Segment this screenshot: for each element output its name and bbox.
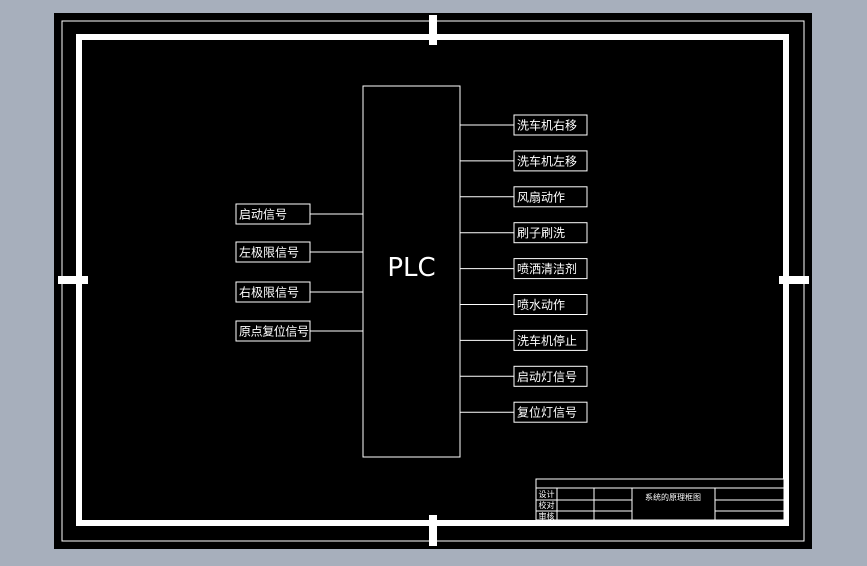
input-signal: 右极限信号 — [235, 281, 363, 303]
center-mark-bottom — [429, 515, 437, 546]
plc-block — [362, 85, 461, 458]
input-label: 右极限信号 — [239, 285, 299, 300]
output-label-box — [513, 365, 588, 387]
output-label: 洗车机停止 — [517, 333, 577, 348]
output-label: 刷子刷洗 — [517, 226, 565, 240]
input-label: 原点复位信号 — [239, 324, 309, 339]
output-label-box — [513, 258, 588, 280]
input-label: 左极限信号 — [239, 245, 299, 260]
output-signal: 刷子刷洗 — [460, 222, 588, 244]
output-label-box — [513, 294, 588, 315]
output-label: 启动灯信号 — [517, 370, 577, 384]
title-block: 设计 校对 审核 系统的原理框图 — [535, 478, 785, 521]
output-label: 洗车机右移 — [517, 118, 577, 133]
output-label-box — [513, 186, 588, 208]
plc-label: PLC — [387, 253, 435, 283]
output-signal: 复位灯信号 — [460, 401, 588, 423]
output-signal: 风扇动作 — [460, 186, 588, 208]
output-label-box — [513, 114, 588, 136]
drawing-title: 系统的原理框图 — [645, 492, 701, 502]
output-label: 喷水动作 — [517, 298, 565, 312]
output-label-box — [513, 150, 588, 172]
title-block-row-label: 设计 — [539, 489, 555, 499]
output-label: 复位灯信号 — [517, 405, 577, 420]
input-signal: 启动信号 — [235, 203, 363, 225]
output-signal: 启动灯信号 — [460, 365, 588, 387]
output-signal: 喷洒清洁剂 — [460, 258, 588, 280]
output-label: 喷洒清洁剂 — [517, 261, 577, 276]
center-mark-top — [429, 15, 437, 45]
output-signal: 洗车机停止 — [460, 329, 588, 351]
input-label: 启动信号 — [239, 208, 287, 222]
input-signal: 原点复位信号 — [235, 320, 363, 342]
drawing-sheet — [54, 13, 812, 549]
output-label-box — [513, 401, 588, 423]
center-mark-right — [779, 276, 809, 284]
output-signal: 喷水动作 — [460, 294, 588, 315]
output-signal: 洗车机右移 — [460, 114, 588, 136]
output-signals: 洗车机右移洗车机左移风扇动作刷子刷洗喷洒清洁剂喷水动作洗车机停止启动灯信号复位灯… — [460, 114, 588, 423]
input-signal: 左极限信号 — [235, 241, 363, 263]
output-label: 洗车机左移 — [517, 153, 577, 168]
center-mark-left — [58, 276, 88, 284]
output-label-box — [513, 329, 588, 351]
output-label: 风扇动作 — [517, 189, 565, 204]
title-block-row-label: 校对 — [539, 500, 555, 510]
title-block-row-label: 审核 — [539, 511, 555, 521]
output-signal: 洗车机左移 — [460, 150, 588, 172]
output-label-box — [513, 222, 588, 244]
